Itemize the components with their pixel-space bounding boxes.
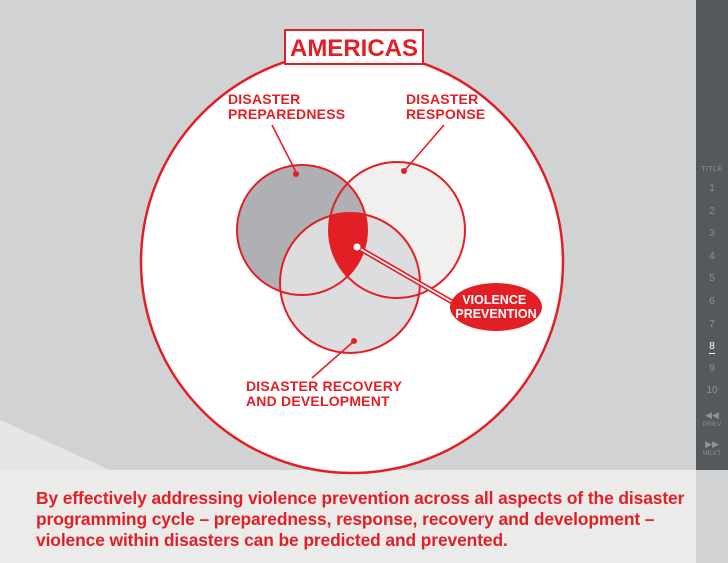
nav-item-7[interactable]: 7 (709, 319, 715, 330)
violence-prevention-badge (450, 283, 542, 331)
recovery-circle-fill (280, 213, 420, 353)
background-band (0, 420, 110, 470)
violence-dot (352, 242, 362, 252)
response-label: DISASTER RESPONSE (406, 91, 485, 122)
prev-label: PREV (702, 421, 722, 428)
rewind-icon: ◀◀ (705, 410, 719, 420)
nav-item-5[interactable]: 5 (709, 273, 715, 284)
recovery-leader (311, 341, 354, 379)
diagram-title: AMERICAS (290, 35, 418, 62)
title-box (284, 29, 424, 65)
preparedness-leader (271, 124, 297, 173)
slide-navigation: TITLE 1 2 3 4 5 6 7 8 9 10 ◀◀ PREV ▶▶ NE… (696, 0, 728, 470)
response-dot (401, 168, 407, 174)
nav-item-6[interactable]: 6 (709, 296, 715, 307)
caption-band (0, 470, 696, 563)
preparedness-circle (236, 164, 368, 296)
response-circle (328, 161, 466, 299)
nav-item-1[interactable]: 1 (709, 183, 715, 194)
nav-item-10[interactable]: 10 (706, 385, 718, 396)
recovery-label: DISASTER RECOVERY AND DEVELOPMENT (246, 378, 406, 409)
nav-item-8[interactable]: 8 (709, 341, 715, 354)
recovery-dot (351, 338, 357, 344)
nav-item-9[interactable]: 9 (709, 363, 715, 374)
next-label: NEXT (702, 450, 722, 457)
next-button[interactable]: ▶▶ NEXT (696, 439, 728, 458)
nav-item-2[interactable]: 2 (709, 206, 715, 217)
preparedness-label: DISASTER PREPAREDNESS (228, 91, 345, 122)
nav-title[interactable]: TITLE (701, 166, 723, 173)
nav-item-4[interactable]: 4 (709, 251, 715, 262)
fast-forward-icon: ▶▶ (705, 439, 719, 449)
violence-prevention-label: VIOLENCE PREVENTION (455, 293, 536, 321)
preparedness-dot (293, 171, 299, 177)
caption-text: By effectively addressing violence preve… (36, 488, 685, 550)
violence-leader (356, 246, 453, 303)
response-leader (404, 124, 445, 171)
prev-button[interactable]: ◀◀ PREV (696, 410, 728, 429)
nav-item-3[interactable]: 3 (709, 228, 715, 239)
